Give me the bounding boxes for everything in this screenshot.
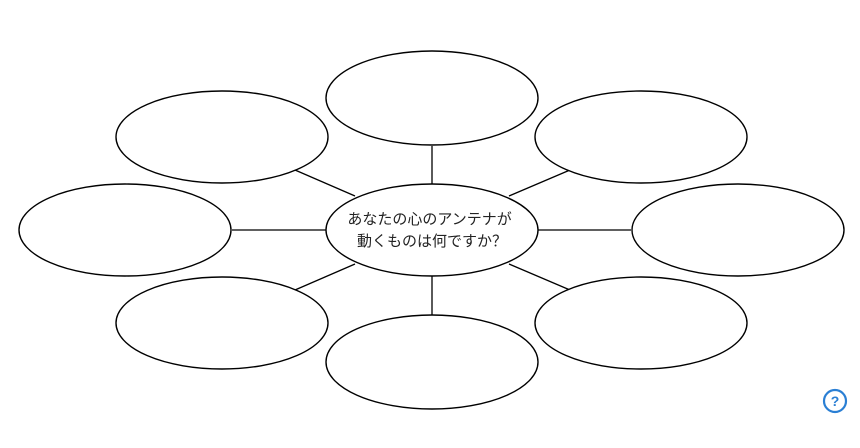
center-node bbox=[325, 183, 539, 277]
center-label-line-2: 動くものは何ですか？ bbox=[357, 232, 507, 250]
outer-node-bottom-right[interactable] bbox=[534, 276, 748, 370]
connectors bbox=[232, 146, 631, 316]
outer-node-right[interactable] bbox=[631, 183, 845, 277]
question-circle-icon bbox=[822, 388, 848, 414]
outer-node-bottom-left[interactable] bbox=[115, 276, 329, 370]
center-node-label: あなたの心のアンテナが 動くものは何ですか？ bbox=[347, 210, 516, 250]
outer-node-top-left[interactable] bbox=[115, 90, 329, 184]
help-button[interactable]: ? bbox=[822, 388, 848, 414]
outer-node-left[interactable] bbox=[18, 183, 232, 277]
connector-top-left bbox=[294, 169, 356, 197]
connector-bottom-left bbox=[294, 263, 356, 291]
center-label-line-1: あなたの心のアンテナが bbox=[347, 210, 511, 228]
outer-node-top[interactable] bbox=[325, 50, 539, 146]
outer-node-top-right[interactable] bbox=[534, 90, 748, 184]
outer-node-bottom[interactable] bbox=[325, 314, 539, 410]
connector-bottom-right bbox=[508, 263, 571, 291]
help-glyph: ? bbox=[831, 393, 840, 409]
connector-top-right bbox=[508, 169, 571, 197]
